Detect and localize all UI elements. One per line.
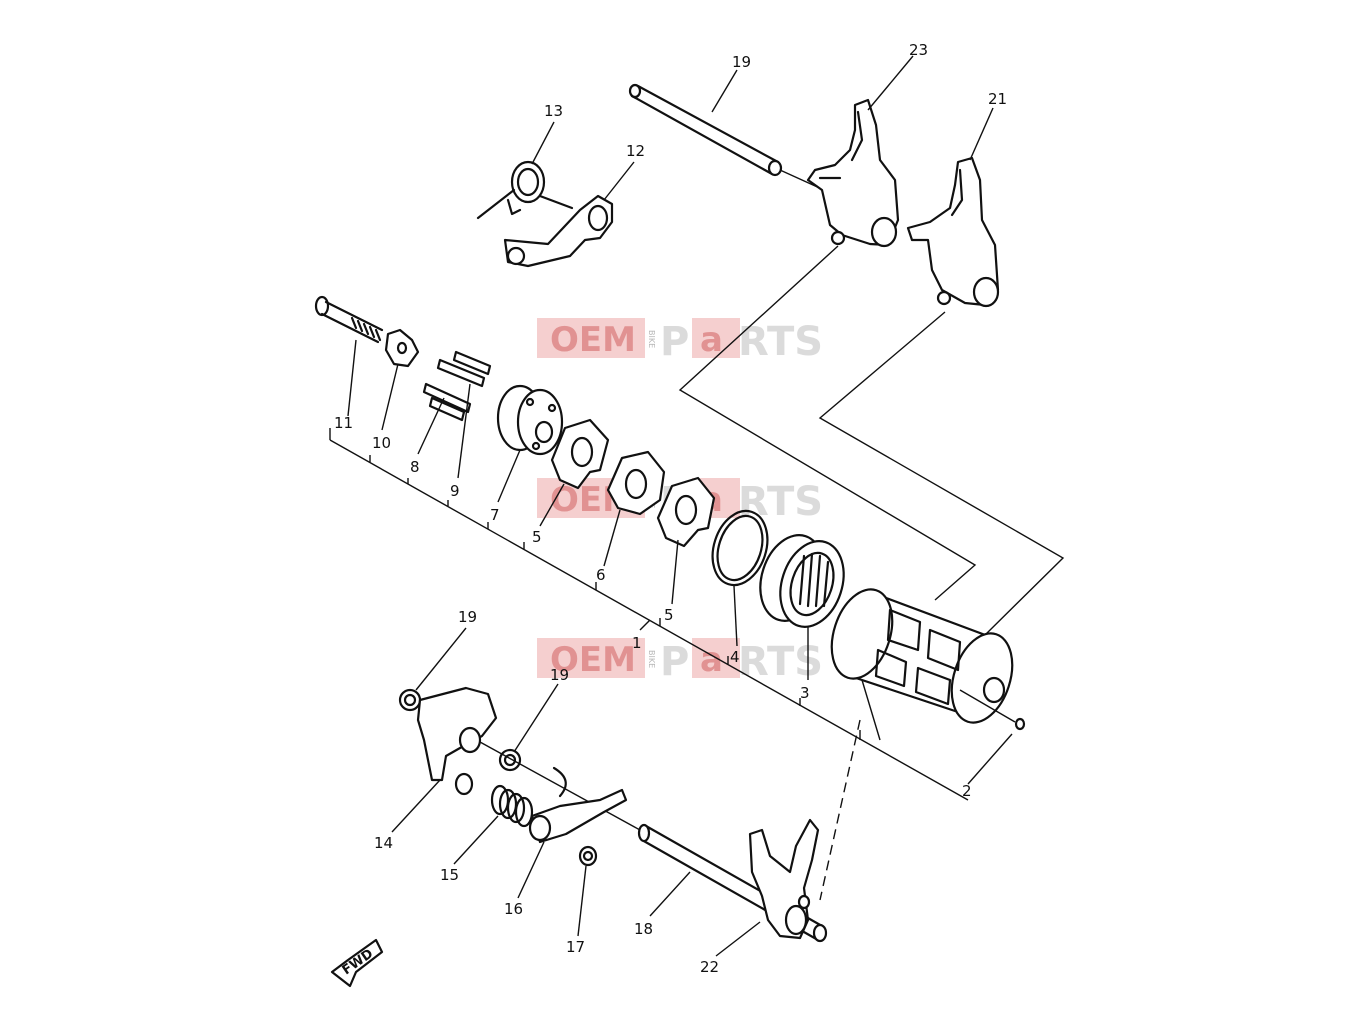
callout-22: 22	[700, 958, 719, 976]
callout-19-a: 19	[458, 608, 477, 626]
callout-17: 17	[566, 938, 585, 956]
watermark-p-text: P	[660, 319, 689, 365]
callout-3: 3	[800, 684, 810, 702]
watermark-3: OEM BIKE P a RTS	[537, 638, 823, 685]
part-5-cam-plate-lower	[656, 476, 716, 548]
part-11-bolt	[314, 295, 384, 344]
part-3-bearing	[759, 534, 845, 628]
callout-15: 15	[440, 866, 459, 884]
assembly-bracket	[329, 428, 969, 801]
part-10-plate	[384, 328, 420, 368]
callout-7: 7	[490, 506, 500, 524]
part-16-lever	[528, 766, 628, 844]
callout-16: 16	[504, 900, 523, 918]
watermark-oem-text: OEM	[550, 320, 636, 360]
part-4-circlip	[711, 509, 769, 587]
callout-21: 21	[988, 90, 1007, 108]
watermark-bike-text: BIKE	[647, 650, 656, 668]
watermark-rts-text: RTS	[738, 639, 823, 685]
part-15-spring	[490, 784, 534, 828]
part-13-spring	[476, 160, 574, 220]
callout-23: 23	[909, 41, 928, 59]
part-14-shift-arm	[416, 686, 641, 831]
part-2-shift-drum	[830, 588, 1026, 731]
fork-guide-lines	[678, 245, 1065, 901]
callout-labels: 19 23 21 13 12 11 10 8 9 7 5 6 5 1 4 3 2…	[334, 41, 1007, 976]
callout-10: 10	[372, 434, 391, 452]
watermark-p-text: P	[660, 639, 689, 685]
part-12-stopper-lever	[503, 194, 614, 268]
callout-1: 1	[632, 634, 642, 652]
part-9-pins	[436, 350, 492, 388]
callout-11: 11	[334, 414, 353, 432]
callout-19-b: 19	[550, 666, 569, 684]
watermark-oem-text: OEM	[550, 640, 636, 680]
part-22-shift-fork	[748, 818, 820, 940]
part-8-pins	[422, 382, 472, 422]
callout-9: 9	[450, 482, 460, 500]
callout-13: 13	[544, 102, 563, 120]
watermark-a-text: a	[700, 640, 723, 680]
callout-2: 2	[962, 782, 972, 800]
part-17-circlip	[578, 845, 598, 867]
callout-5-upper: 5	[532, 528, 542, 546]
watermark-bike-text: BIKE	[647, 330, 656, 348]
watermark-1: OEM BIKE P a RTS	[537, 318, 823, 365]
callout-5-lower: 5	[664, 606, 674, 624]
fwd-arrow-icon: FWD	[330, 938, 384, 988]
watermark-a-text: a	[700, 320, 723, 360]
part-6-plate	[606, 450, 666, 516]
part-5-cam-plate-upper	[550, 418, 610, 490]
part-20-fork-shaft	[628, 83, 836, 196]
watermark-rts-text: RTS	[738, 479, 823, 525]
leader-lines	[347, 55, 1013, 957]
watermark-rts-text: RTS	[738, 319, 823, 365]
callout-12: 12	[626, 142, 645, 160]
callout-8: 8	[410, 458, 420, 476]
part-21-shift-fork	[906, 156, 1000, 308]
callout-20: 19	[732, 53, 751, 71]
callout-18: 18	[634, 920, 653, 938]
part-23-shift-fork	[806, 98, 900, 248]
part-7-segment	[496, 384, 564, 456]
part-19-circlip-a	[398, 688, 422, 712]
callout-14: 14	[374, 834, 393, 852]
part-19-circlip-b	[498, 748, 522, 772]
callout-6: 6	[596, 566, 606, 584]
callout-4: 4	[730, 648, 740, 666]
